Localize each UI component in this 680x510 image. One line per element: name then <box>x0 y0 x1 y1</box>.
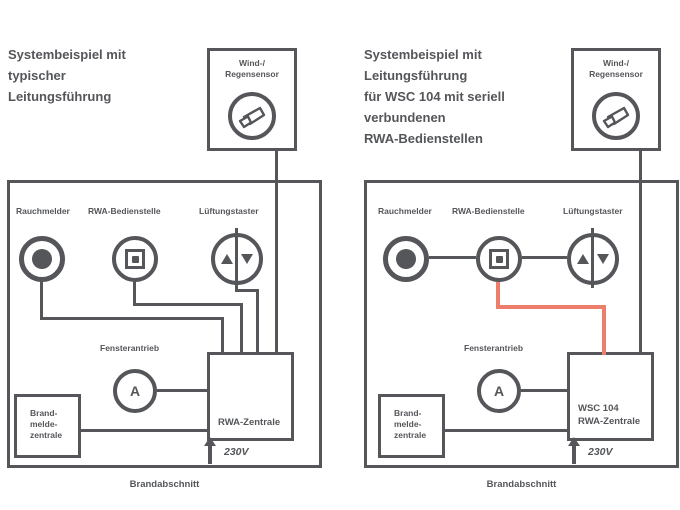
control-station-label: RWA-Bedienstelle <box>452 206 525 216</box>
smoke-wire-h <box>40 317 224 320</box>
smoke-detector-label: Rauchmelder <box>378 206 432 216</box>
vent-switch-divider <box>235 228 238 292</box>
central-unit-left: RWA-Zentrale <box>207 352 294 441</box>
compartment-caption-left: Brandabschnitt <box>129 479 200 490</box>
serial-wire-v <box>496 282 500 309</box>
wind-rain-sensor-label: Wind-/ Regensensor <box>210 58 294 79</box>
actuator-symbol: A <box>113 369 157 413</box>
power-arrow-icon <box>568 437 580 446</box>
power-label: 230V <box>588 446 613 458</box>
up-triangle-icon <box>577 254 589 264</box>
actuator-label: Fensterantrieb <box>100 343 160 353</box>
bmz-line: zentrale <box>394 430 427 440</box>
sensor-label-line: Regensensor <box>225 68 279 79</box>
right-diagram-title: Systembeispiel mit Leitungsführung für W… <box>364 44 505 149</box>
power-arrow-shaft <box>572 445 576 464</box>
sensor-label-line: Regensensor <box>589 68 643 79</box>
wind-rain-icon <box>237 101 267 131</box>
central-unit-label: RWA-Zentrale <box>218 417 281 428</box>
title-line: für WSC 104 mit seriell <box>364 89 505 104</box>
sensor-label-line: Wind-/ <box>603 58 629 68</box>
title-line: Systembeispiel mit <box>364 47 482 62</box>
actuator-icon: A <box>493 383 505 399</box>
power-arrow-icon <box>204 437 216 446</box>
bus-connector-2 <box>522 256 567 259</box>
smoke-wire-v <box>40 281 43 320</box>
actuator-wire <box>157 389 207 392</box>
smoke-detector-symbol <box>383 236 429 282</box>
smoke-detector-label: Rauchmelder <box>16 206 70 216</box>
smoke-detector-icon <box>32 249 52 269</box>
control-station-symbol <box>112 236 158 282</box>
fire-alarm-panel-label: Brand- melde- zentrale <box>30 408 62 441</box>
fire-alarm-wire <box>81 429 207 432</box>
control-station-dot <box>131 255 139 263</box>
central-unit-label: WSC 104 RWA-Zentrale <box>578 402 640 428</box>
smoke-wire-v2 <box>221 317 224 355</box>
actuator-icon: A <box>129 383 141 399</box>
control-station-dot <box>495 255 503 263</box>
serial-wire-h <box>496 305 606 309</box>
fire-alarm-wire <box>445 429 567 432</box>
control-wire-h <box>133 303 243 306</box>
bmz-line: Brand- <box>30 408 58 418</box>
bmz-line: Brand- <box>394 408 422 418</box>
compartment-caption-right: Brandabschnitt <box>486 479 557 490</box>
wind-rain-sensor-symbol <box>592 92 640 140</box>
vent-switch-label: Lüftungstaster <box>199 206 259 216</box>
up-triangle-icon <box>221 254 233 264</box>
central-unit-model: WSC 104 <box>578 403 619 414</box>
control-station-symbol <box>476 236 522 282</box>
actuator-wire <box>521 389 567 392</box>
sensor-wire-left <box>275 151 278 355</box>
wind-rain-sensor-label: Wind-/ Regensensor <box>574 58 658 79</box>
serial-wire-v2 <box>602 305 606 355</box>
vent-wire-v <box>256 289 259 355</box>
title-line: Leitungsführung <box>8 89 112 104</box>
down-triangle-icon <box>597 254 609 264</box>
left-diagram-title: Systembeispiel mit typischer Leitungsfüh… <box>8 44 126 107</box>
title-line: Systembeispiel mit <box>8 47 126 62</box>
bmz-line: zentrale <box>30 430 63 440</box>
central-unit-right: WSC 104 RWA-Zentrale <box>567 352 654 441</box>
bmz-line: melde- <box>394 419 422 429</box>
power-arrow-shaft <box>208 445 212 464</box>
sensor-wire-right <box>639 151 642 355</box>
vent-switch-divider <box>591 228 594 288</box>
sensor-label-line: Wind-/ <box>239 58 265 68</box>
wind-rain-icon <box>601 101 631 131</box>
bmz-line: melde- <box>30 419 58 429</box>
title-line: Leitungsführung <box>364 68 468 83</box>
control-wire-v <box>133 281 136 306</box>
actuator-label: Fensterantrieb <box>464 343 524 353</box>
bus-connector-1 <box>429 256 476 259</box>
control-station-label: RWA-Bedienstelle <box>88 206 161 216</box>
title-line: verbundenen <box>364 110 446 125</box>
title-line: typischer <box>8 68 66 83</box>
title-line: RWA-Bedienstellen <box>364 131 483 146</box>
vent-switch-label: Lüftungstaster <box>563 206 623 216</box>
fire-alarm-panel-label: Brand- melde- zentrale <box>394 408 426 441</box>
fire-alarm-panel-left: Brand- melde- zentrale <box>14 394 81 458</box>
smoke-detector-symbol <box>19 236 65 282</box>
wind-rain-sensor-symbol <box>228 92 276 140</box>
power-label: 230V <box>224 446 249 458</box>
vent-wire-h <box>235 289 259 292</box>
fire-compartment-right <box>364 180 679 468</box>
control-station-icon <box>125 249 145 269</box>
smoke-detector-icon <box>396 249 416 269</box>
central-unit-type: RWA-Zentrale <box>578 416 641 427</box>
fire-compartment-left <box>7 180 322 468</box>
control-wire-v2 <box>240 303 243 355</box>
down-triangle-icon <box>241 254 253 264</box>
fire-alarm-panel-right: Brand- melde- zentrale <box>378 394 445 458</box>
control-station-icon <box>489 249 509 269</box>
actuator-symbol: A <box>477 369 521 413</box>
